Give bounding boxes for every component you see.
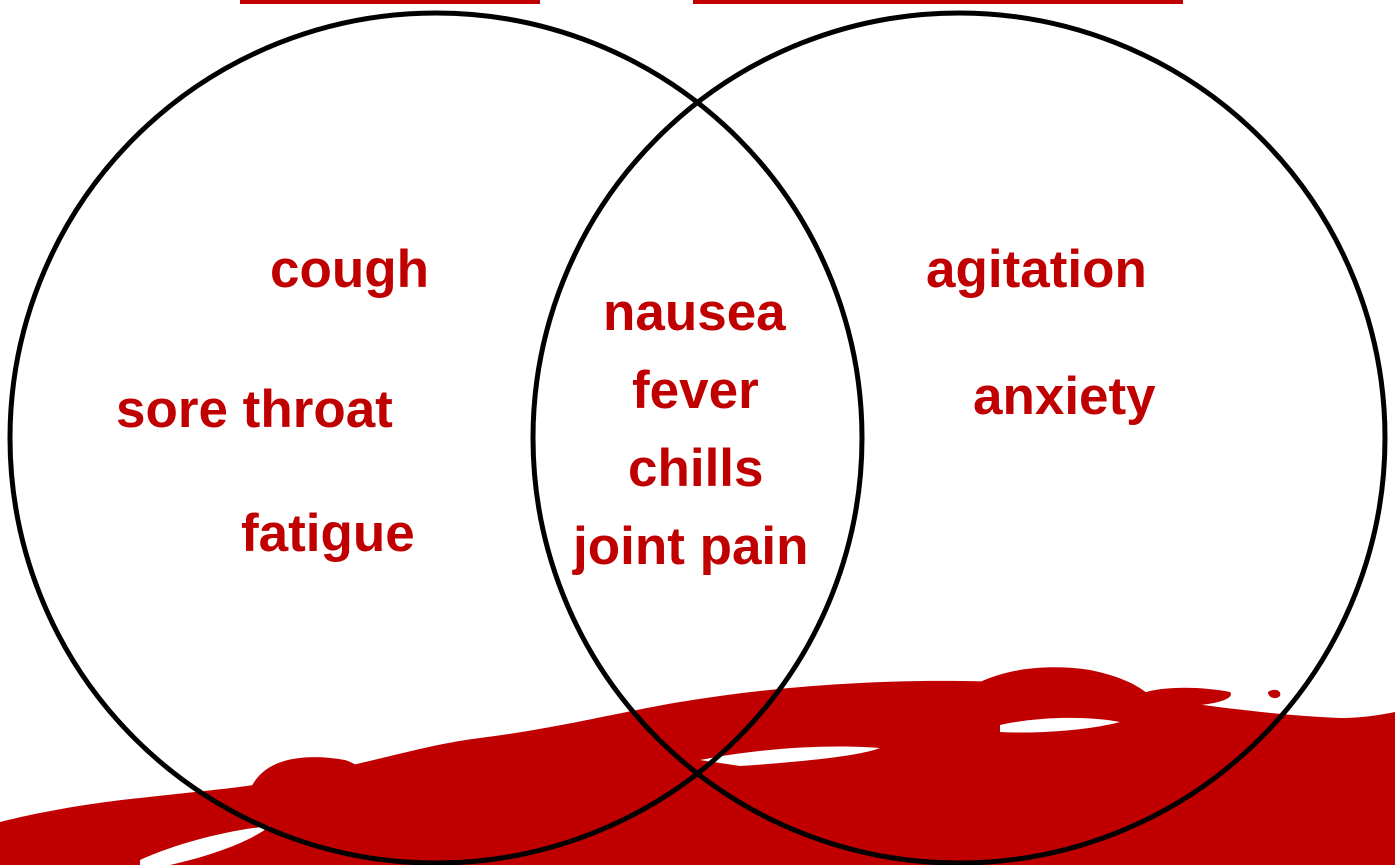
overlap-item: nausea (603, 286, 786, 339)
brush-stroke-decoration (0, 667, 1395, 865)
overlap-item: fever (632, 364, 759, 417)
right-set-item: anxiety (973, 370, 1156, 423)
overlap-item: joint pain (573, 520, 809, 573)
left-set-item: fatigue (241, 507, 415, 560)
right-set-item: agitation (926, 243, 1147, 296)
overlap-item: chills (628, 442, 764, 495)
left-set-item: cough (270, 243, 429, 296)
left-set-item: sore throat (116, 383, 393, 436)
